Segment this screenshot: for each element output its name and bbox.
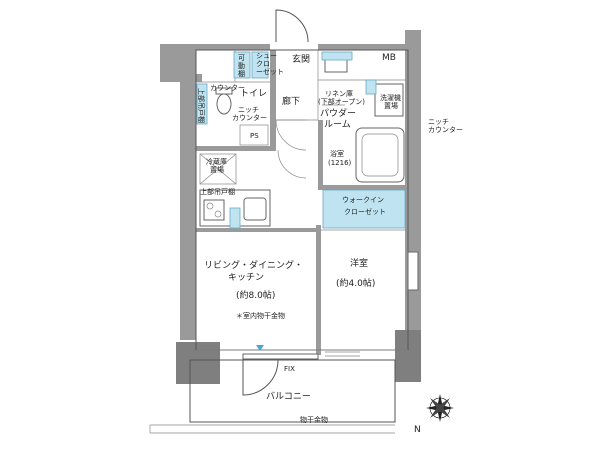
label-genkan: 玄関 [292, 53, 310, 65]
niche-left-line-1: ニッチ [238, 106, 259, 114]
ps-box [239, 124, 269, 146]
bathtub [355, 127, 405, 183]
fridge-space [199, 153, 237, 185]
label-kadou: 可動棚 [238, 54, 245, 78]
label-rouka: 廊下 [282, 95, 300, 107]
linen-storage[interactable] [321, 51, 353, 61]
toilet-door-swing [275, 119, 307, 151]
label-shoe-closet: シュークローゼット [256, 52, 284, 76]
label-counter-top: カウンター [210, 83, 245, 92]
kitchen-sink [243, 197, 267, 221]
stove [203, 199, 225, 221]
ldk-wall-top [196, 146, 276, 151]
top-wall-left [160, 44, 270, 50]
balcony-door-swing [242, 359, 279, 396]
kitchen-cabinet-blue[interactable] [229, 207, 241, 229]
washing-machine-area [374, 83, 404, 117]
balcony-window [242, 353, 319, 360]
label-upper-shelf-left: 上部吊戸棚 [197, 88, 206, 123]
label-ps: PS [250, 132, 259, 140]
label-indoor-dry: ＊室内物干金物 [236, 311, 285, 320]
label-linen: リネン庫(下部オープン) [318, 89, 365, 106]
bath-bottom-wall [318, 185, 408, 190]
left-top-wall [160, 74, 202, 82]
kitchen-bottom-wall [196, 228, 316, 232]
label-niche-counter-right: ニッチカウンター [428, 118, 463, 134]
walkin-closet[interactable] [322, 189, 406, 229]
bath-left-wall [318, 120, 323, 190]
corridor-door-swing [277, 149, 307, 179]
balcony-outline [189, 359, 396, 423]
shoe-closet[interactable] [251, 51, 269, 79]
label-fix: FIX [284, 365, 295, 373]
toilet-right-wall [270, 50, 276, 150]
label-ldk: リビング・ダイニング・キッチン [204, 259, 303, 283]
niche-counter-right-block[interactable] [365, 79, 377, 95]
bedroom-window [407, 251, 419, 291]
bottom-left-column [176, 342, 220, 384]
label-ldk-size: (約8.0帖) [236, 289, 275, 301]
movable-shelf[interactable] [233, 51, 251, 79]
niche-left-line-2: カウンター [232, 113, 267, 122]
label-sentaku: 洗濯機置場 [380, 93, 401, 110]
label-powder: パウダールーム [320, 107, 356, 130]
label-walkin: ウォークインクローゼット [342, 196, 386, 216]
entry-marker-icon [256, 345, 264, 351]
left-wall [180, 80, 196, 340]
label-youshitsu-size: (約4.0帖) [336, 277, 375, 289]
upper-shelf-left[interactable] [196, 83, 208, 125]
label-reizouko: 冷蔵庫置場 [206, 157, 227, 174]
compass-north-label: N [414, 425, 421, 435]
top-wall-right [318, 44, 408, 50]
label-balcony: バルコニー [266, 391, 311, 402]
label-youshitsu: 洋室 [350, 257, 368, 269]
compass-icon [426, 394, 454, 422]
label-niche-counter-left: ニッチ カウンター [232, 106, 267, 122]
toilet-fixture [216, 93, 232, 115]
label-upper-cabinet: 上部吊戸棚 [200, 187, 235, 196]
label-toilet: トイレ [240, 89, 267, 99]
entry-door-swing [275, 9, 309, 43]
label-mb: MB [382, 53, 396, 63]
bedroom-sliding-marks [325, 351, 360, 357]
label-outdoor-dry: 物干金物 [300, 415, 328, 424]
label-yokushitsu: 浴室(1216) [328, 149, 352, 167]
ldk-room-divider [316, 225, 321, 355]
right-structural-wall [405, 30, 421, 380]
